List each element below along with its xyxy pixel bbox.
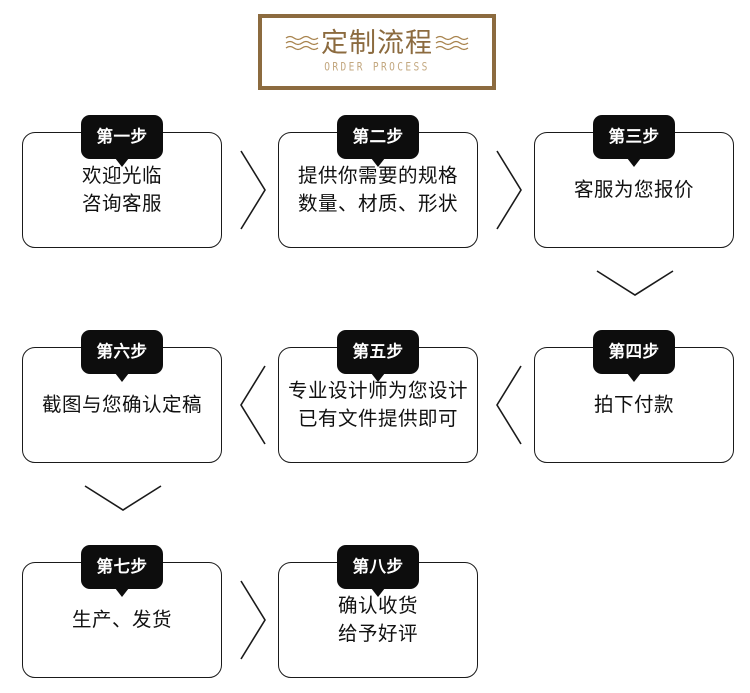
step-badge-label-8: 第八步 [352,557,404,576]
step-badge-1: 第一步 [81,115,163,167]
step-badge-label-2: 第二步 [352,127,404,146]
step-text-5: 专业设计师为您设计 已有文件提供即可 [287,379,468,430]
connector-step7-step8-chevron-right-icon [236,578,270,662]
step-badge-label-7: 第七步 [96,557,148,576]
header-banner-inner: 定制流程 ORDER PROCESS [262,18,492,86]
header-banner: 定制流程 ORDER PROCESS [258,14,496,90]
page-subtitle: ORDER PROCESS [324,60,430,74]
connector-step1-step2-chevron-right-icon [236,148,270,232]
step-badge-6: 第六步 [81,330,163,382]
step-badge-8: 第八步 [337,545,419,597]
connector-step2-step3-chevron-right-icon [492,148,526,232]
step-badge-2: 第二步 [337,115,419,167]
step-text-1: 欢迎光临 咨询客服 [81,164,162,215]
step-badge-7: 第七步 [81,545,163,597]
header-title-row: 定制流程 [285,27,469,58]
step-badge-label-4: 第四步 [608,342,660,361]
step-text-7: 生产、发货 [71,608,172,631]
step-text-4: 拍下付款 [593,393,674,416]
step-badge-5: 第五步 [337,330,419,382]
connector-step6-step7-chevron-down-icon [82,481,164,515]
step-badge-label-1: 第一步 [96,127,148,146]
connector-step4-step5-chevron-left-icon [492,363,526,447]
connector-step3-step4-chevron-down-icon [594,266,676,300]
page-title: 定制流程 [321,27,433,58]
step-badge-3: 第三步 [593,115,675,167]
wave-lines-icon-right [435,33,469,53]
step-text-2: 提供你需要的规格 数量、材质、形状 [297,164,458,215]
step-text-6: 截图与您确认定稿 [41,393,202,416]
step-badge-label-5: 第五步 [352,342,404,361]
wave-lines-icon-left [285,33,319,53]
step-badge-label-3: 第三步 [608,127,660,146]
step-text-3: 客服为您报价 [573,178,694,201]
step-badge-4: 第四步 [593,330,675,382]
connector-step5-step6-chevron-left-icon [236,363,270,447]
step-text-8: 确认收货 给予好评 [337,594,418,645]
step-badge-label-6: 第六步 [96,342,148,361]
